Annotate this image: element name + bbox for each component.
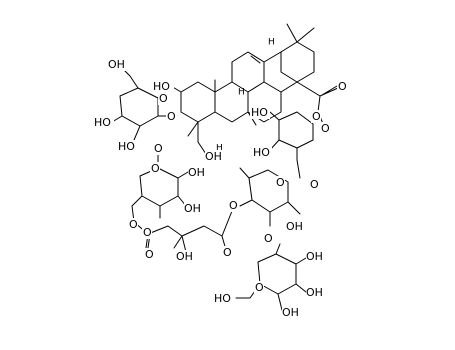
label-h-c5: H [216, 144, 223, 154]
ring-e-bonds [280, 41, 315, 83]
label-o-rha4: O [229, 199, 238, 212]
label-o-hmg-carbonyl2: O [223, 246, 232, 259]
triterpene-aglycone [170, 23, 339, 155]
angular-methyls [214, 69, 257, 126]
label-o-hmg-ester1: O [143, 226, 152, 239]
ring-c-bonds [231, 51, 265, 93]
label-oh-glc3: OH [306, 286, 323, 299]
label-o-glca-ring: O [159, 92, 168, 105]
label-ho-glc6: HO [214, 292, 231, 305]
label-h-c18: H [268, 38, 275, 48]
label-ho-ara3: HO [253, 146, 270, 159]
glucose-a-ring [119, 87, 159, 127]
glucose-a-substituents [111, 65, 171, 141]
label-ho-glca4: HO [94, 116, 111, 129]
label-o-ester: O [321, 122, 330, 135]
label-oh-glcb3: OH [188, 166, 205, 179]
label-o-glc-ring: O [255, 281, 264, 294]
c28-carbonyl-bonds [296, 81, 339, 113]
rhamnose-substituents [239, 167, 301, 227]
label-oh-c23: OH [205, 150, 222, 163]
label-o-c3: O [167, 110, 176, 123]
arabinose-unit [269, 111, 314, 179]
c4-ch2oh [197, 121, 207, 155]
label-ho-ara4: HO [251, 106, 268, 119]
arabinose-ring [278, 111, 314, 149]
label-oh-glc2: OH [306, 250, 323, 263]
label-oh-glc4: OH [282, 306, 299, 319]
label-oh-hmg3: OH [176, 250, 193, 263]
glucose-b-substituents [131, 151, 189, 223]
label-h-c9: H [238, 88, 245, 98]
label-o-rha-ring: O [276, 176, 285, 189]
glucose-terminal-unit [235, 243, 307, 311]
c4-methyl [187, 121, 199, 137]
label-oh-glca6: OH [108, 58, 125, 71]
rhamnose-unit [239, 167, 301, 227]
gem-dimethyl-bonds [286, 23, 315, 43]
label-oh-c2: HO [153, 80, 170, 93]
hmg-substituents [145, 233, 227, 253]
glucose-substituents [235, 243, 307, 311]
label-o-carbonyl: O [338, 80, 347, 93]
label-o-ara-ring: O [312, 110, 321, 123]
label-o-ara2: O [310, 178, 319, 191]
label-o-rha3: O [264, 232, 273, 245]
label-oh-glcb2: OH [184, 202, 201, 215]
label-o-hmg-carbonyl1: O [145, 248, 154, 261]
double-bond-12-13 [250, 55, 261, 64]
label-ho-glca3: HO [118, 140, 135, 153]
arabinose-substituents [269, 111, 301, 179]
glucose-a-unit [111, 65, 171, 141]
label-o-glcb6: O [129, 218, 138, 231]
label-o-glca2: O [154, 142, 163, 155]
label-o-glcb-ring: O [151, 162, 160, 175]
ring-a-bonds [180, 81, 216, 123]
atom-labels: HO O H OH H H O O HO O HO O O O OH O O H… [94, 38, 347, 319]
label-oh-rha2: OH [286, 220, 303, 233]
